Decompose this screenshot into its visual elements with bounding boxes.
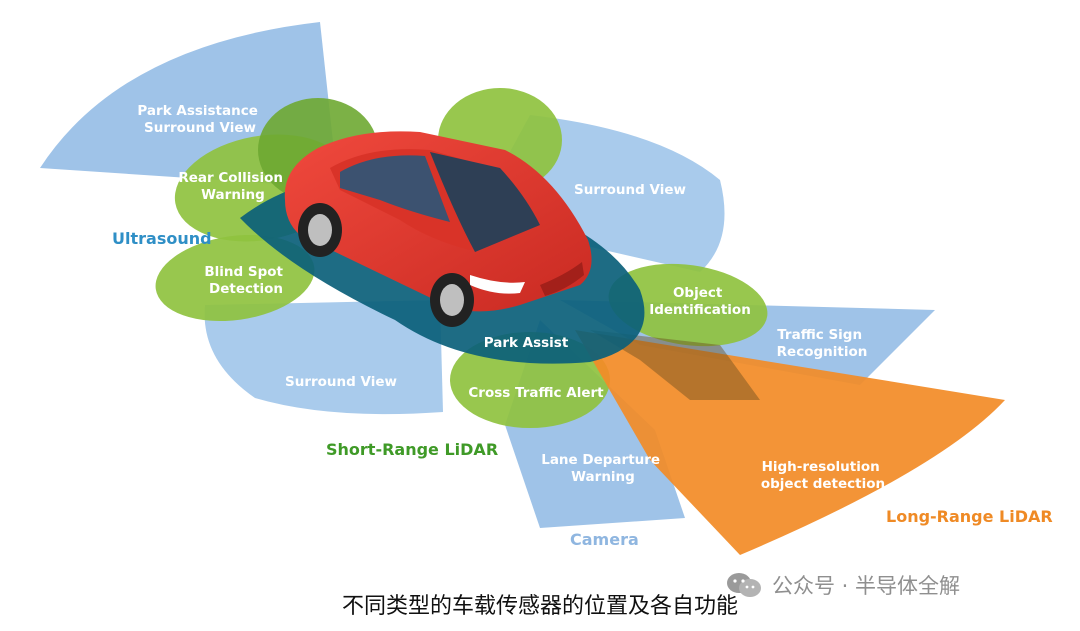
- car-windshield: [430, 152, 540, 252]
- camera-zone-surround-view-left: [204, 300, 443, 415]
- wechat-icon: [727, 573, 761, 597]
- label-park-assist: Park Assist: [484, 335, 569, 351]
- label-high-resolution: High-resolution object detection: [761, 459, 885, 492]
- car-headlight: [470, 275, 525, 294]
- label-park-assistance: Park Assistance Surround View: [137, 103, 262, 136]
- label-traffic-sign: Traffic Sign Recognition: [777, 327, 868, 360]
- category-ultrasound: Ultrasound: [112, 229, 212, 248]
- label-surround-view-right: Surround View: [574, 182, 686, 198]
- lidar-lobe-blind-spot: [155, 234, 315, 322]
- car-side-window: [340, 155, 450, 222]
- label-object-identification: Object Identification: [649, 285, 751, 318]
- label-surround-view-left: Surround View: [285, 374, 397, 390]
- category-long-range-lidar: Long-Range LiDAR: [886, 507, 1053, 526]
- long-range-lidar-zone: [575, 330, 1005, 555]
- figure-caption: 不同类型的车载传感器的位置及各自功能: [341, 594, 738, 619]
- label-rear-collision: Rear Collision Warning: [178, 170, 287, 203]
- car-grille: [540, 262, 584, 296]
- car-wheel-rear-rim: [308, 214, 332, 246]
- watermark: 公众号 · 半导体全解: [724, 570, 960, 600]
- category-camera: Camera: [570, 530, 639, 549]
- watermark-text: 公众号 · 半导体全解: [772, 574, 961, 598]
- lidar-lobe-object-identification: [608, 263, 768, 347]
- car: [284, 131, 592, 327]
- label-blind-spot: Blind Spot Detection: [204, 264, 287, 297]
- category-short-range-lidar: Short-Range LiDAR: [326, 440, 498, 459]
- label-lane-departure: Lane Departure Warning: [541, 452, 665, 485]
- car-wheel-front-rim: [440, 284, 464, 316]
- lidar-overlap-shadow: [590, 330, 760, 400]
- label-cross-traffic: Cross Traffic Alert: [468, 385, 604, 401]
